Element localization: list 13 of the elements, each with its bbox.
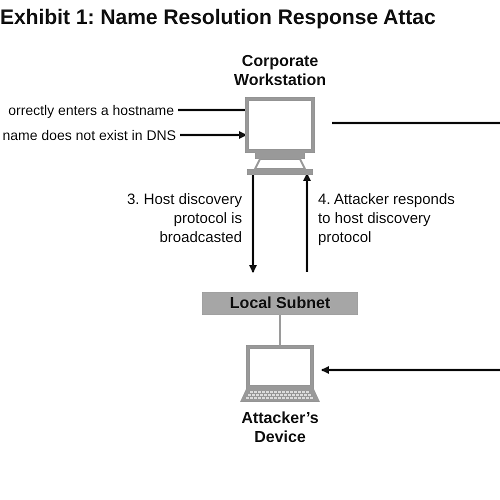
arrow	[249, 174, 257, 273]
step-text: orrectly enters a hostname	[0, 101, 174, 119]
arrow	[180, 131, 247, 139]
arrow	[321, 366, 500, 374]
diagram-title: Exhibit 1: Name Resolution Response Attac	[0, 6, 437, 30]
connector-line	[332, 122, 500, 124]
step-text: name does not exist in DNS	[0, 126, 176, 144]
node-label: Attacker’s Device	[240, 409, 320, 447]
arrow	[303, 173, 311, 272]
connector-line	[178, 108, 246, 112]
connector-line	[279, 315, 281, 345]
node-label: Corporate Workstation	[232, 52, 328, 90]
subnet-bar: Local Subnet	[202, 292, 358, 315]
